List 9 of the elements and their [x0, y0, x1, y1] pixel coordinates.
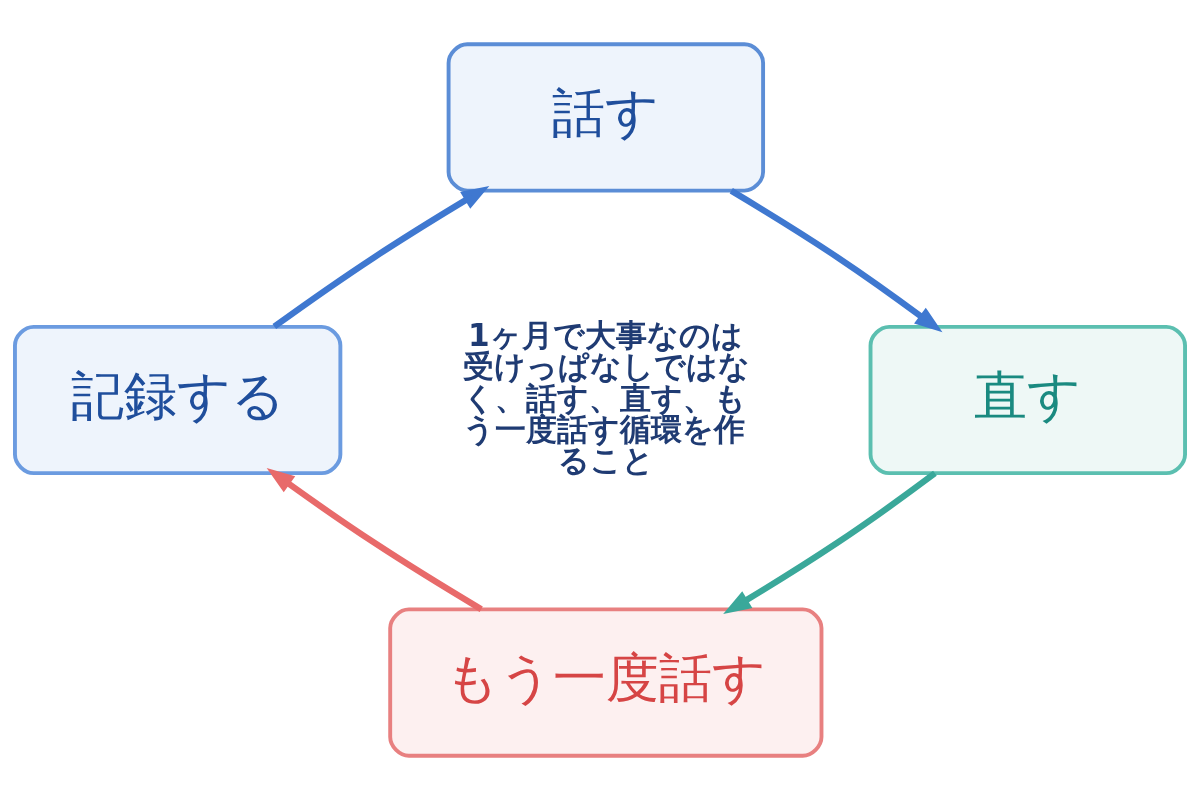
node-box: 直す: [868, 324, 1187, 476]
node-box: 話す: [446, 42, 766, 193]
node-box: 記録する: [13, 324, 343, 476]
node-box: もう一度話す: [388, 607, 824, 758]
arrow: [729, 188, 943, 333]
arrow: [272, 185, 490, 330]
arrow: [723, 470, 937, 615]
arrow: [266, 467, 483, 612]
label: 1ヶ月で大事なのは受けっぱなしではなく、話す、直す、もう一度話す循環を作ること: [463, 317, 751, 478]
